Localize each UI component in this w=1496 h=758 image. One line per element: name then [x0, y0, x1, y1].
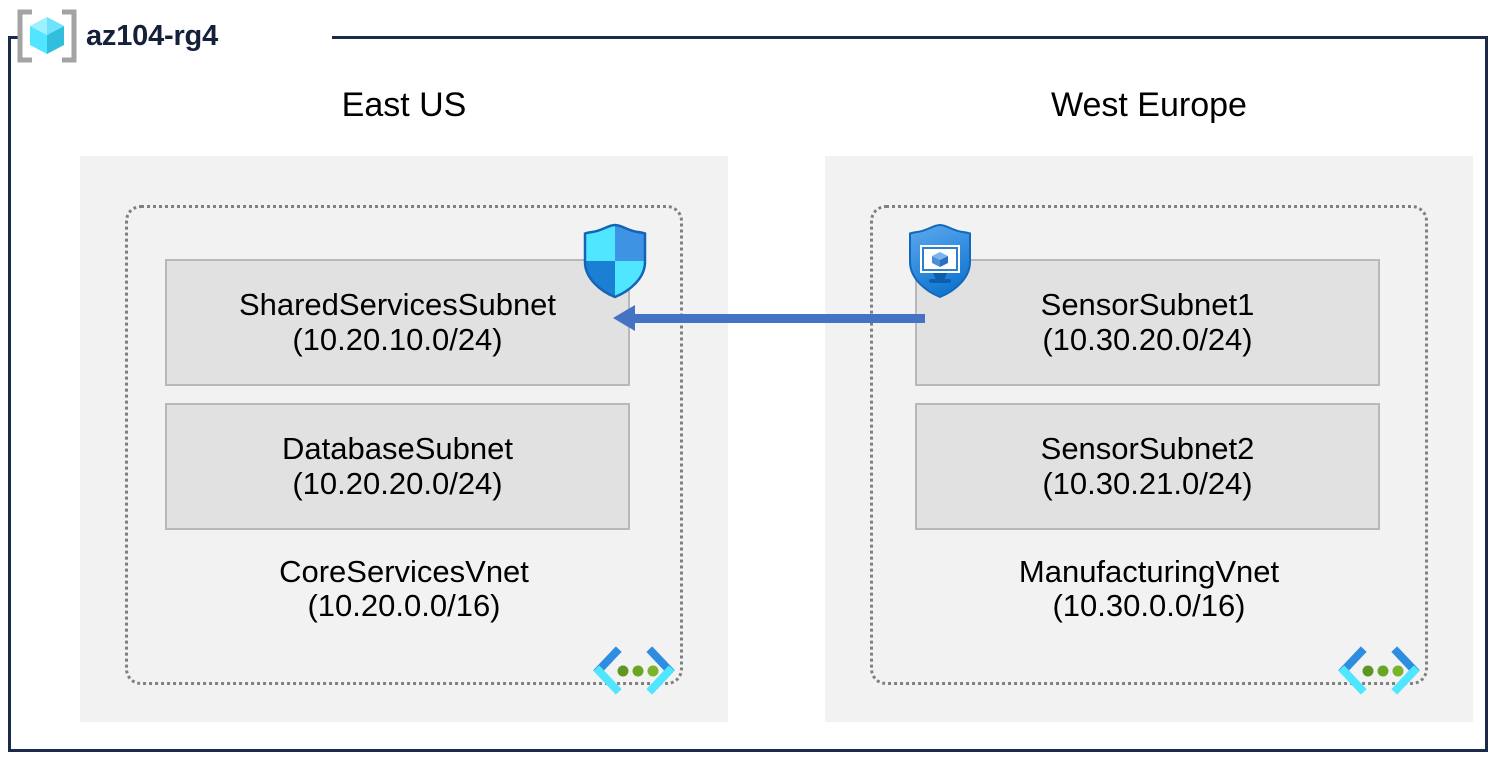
subnet-sensor-1-name: SensorSubnet1 — [1040, 286, 1255, 322]
resource-group-border-top-left — [8, 36, 22, 39]
vnet-core-services-address-space: (10.20.0.0/16) — [307, 588, 501, 624]
vnet-core-services[interactable]: CoreServicesVnet (10.20.0.0/16) — [125, 205, 683, 685]
defender-for-cloud-shield-icon — [903, 222, 977, 300]
security-shield-icon — [578, 222, 652, 300]
vnet-manufacturing-address-space: (10.30.0.0/16) — [1052, 588, 1246, 624]
subnet-database-name: DatabaseSubnet — [282, 430, 513, 466]
vnet-peering-connection-line — [633, 314, 925, 323]
subnet-shared-services-name: SharedServicesSubnet — [238, 286, 557, 322]
vnet-peering-icon — [1338, 646, 1420, 695]
subnet-sensor-2-name: SensorSubnet2 — [1040, 430, 1255, 466]
subnet-sensor-1[interactable]: SensorSubnet1 (10.30.20.0/24) — [915, 259, 1380, 386]
resource-group-border-top-right — [332, 36, 1488, 39]
vnet-peering-icon — [593, 646, 675, 695]
subnet-sensor-1-address-space: (10.30.20.0/24) — [1042, 321, 1253, 357]
subnet-database[interactable]: DatabaseSubnet (10.20.20.0/24) — [165, 403, 630, 530]
subnet-shared-services[interactable]: SharedServicesSubnet (10.20.10.0/24) — [165, 259, 630, 386]
region-label-west-europe: West Europe — [1051, 86, 1247, 124]
vnet-manufacturing-caption: ManufacturingVnet (10.30.0.0/16) — [873, 553, 1425, 624]
subnet-database-address-space: (10.20.20.0/24) — [292, 465, 503, 501]
vnet-core-services-caption: CoreServicesVnet (10.20.0.0/16) — [128, 553, 680, 624]
vnet-manufacturing[interactable]: ManufacturingVnet (10.30.0.0/16) — [870, 205, 1428, 685]
resource-group-title: az104-rg4 — [86, 19, 218, 52]
resource-group-container — [8, 36, 1488, 752]
region-label-east-us: East US — [341, 86, 467, 124]
resource-group-header: az104-rg4 — [14, 8, 218, 64]
subnet-sensor-2[interactable]: SensorSubnet2 (10.30.21.0/24) — [915, 403, 1380, 530]
resource-group-cube-icon — [14, 8, 80, 64]
vnet-core-services-name: CoreServicesVnet — [279, 553, 529, 589]
subnet-sensor-2-address-space: (10.30.21.0/24) — [1042, 465, 1253, 501]
vnet-manufacturing-name: ManufacturingVnet — [1018, 553, 1280, 589]
vnet-peering-connection-arrowhead — [613, 305, 635, 331]
subnet-shared-services-address-space: (10.20.10.0/24) — [292, 321, 503, 357]
